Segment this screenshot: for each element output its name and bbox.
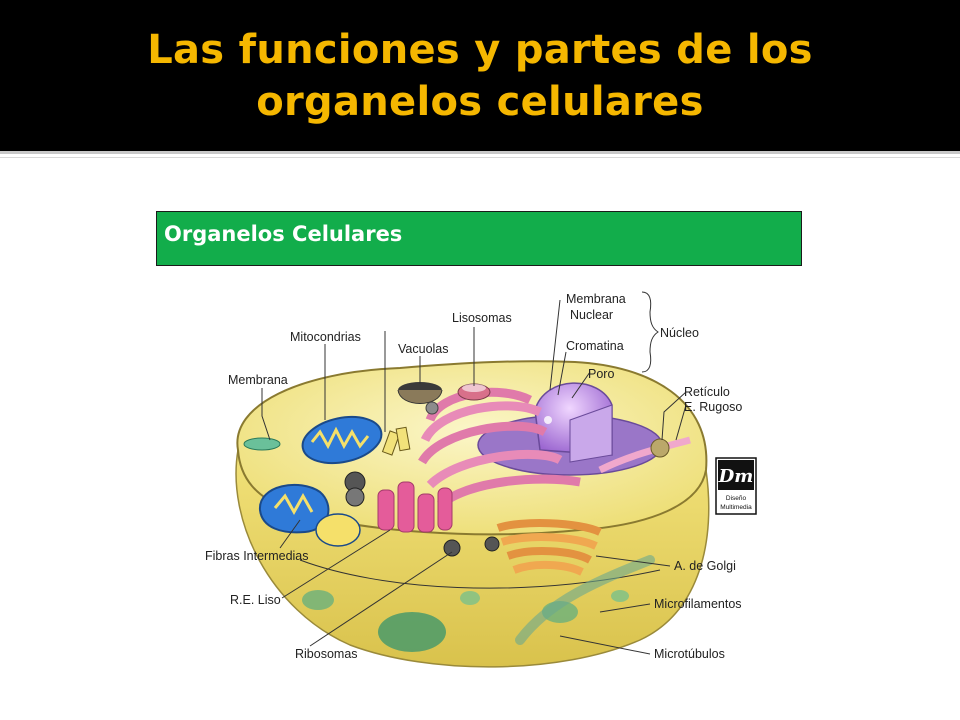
mitochondria bbox=[258, 415, 383, 547]
label-nucleo: Núcleo bbox=[660, 326, 699, 340]
membrane-vesicle bbox=[243, 437, 281, 451]
label-membrana-nuclear-1: Membrana bbox=[566, 292, 626, 306]
label-poro: Poro bbox=[588, 367, 614, 381]
label-mitocondrias: Mitocondrias bbox=[290, 330, 361, 344]
centriole bbox=[381, 426, 411, 456]
label-cromatina: Cromatina bbox=[566, 339, 624, 353]
table-header-label: Organelos Celulares bbox=[164, 222, 403, 246]
diagram-labels: Membrana Mitocondrias Vacuolas Lisosomas… bbox=[205, 292, 742, 661]
ribosome-vesicles bbox=[344, 438, 670, 557]
label-microtubulos: Microtúbulos bbox=[654, 647, 725, 661]
label-vacuolas: Vacuolas bbox=[398, 342, 449, 356]
label-membrana: Membrana bbox=[228, 373, 288, 387]
lysosome bbox=[457, 383, 491, 401]
leader-lines bbox=[261, 291, 687, 655]
label-fibras-intermedias: Fibras Intermedias bbox=[205, 549, 309, 563]
label-membrana-nuclear-2: Nuclear bbox=[570, 308, 613, 322]
vacuole bbox=[397, 382, 443, 415]
label-ribosomas: Ribosomas bbox=[295, 647, 358, 661]
label-golgi: A. de Golgi bbox=[674, 559, 736, 573]
slide-title: Las funciones y partes de los organelos … bbox=[147, 24, 813, 128]
dm-logo: Dm Diseño Multimedia bbox=[715, 457, 757, 515]
slide-title-line1: Las funciones y partes de los bbox=[147, 26, 813, 73]
logo-line2: Multimedia bbox=[720, 504, 752, 511]
slide-title-line2: organelos celulares bbox=[256, 78, 704, 125]
logo-mark: Dm bbox=[718, 466, 754, 487]
label-reticulo-1: Retículo bbox=[684, 385, 730, 399]
table-header: Organelos Celulares bbox=[156, 211, 802, 266]
logo-line1: Diseño bbox=[726, 495, 747, 502]
title-bar: Las funciones y partes de los organelos … bbox=[0, 0, 960, 151]
label-re-liso: R.E. Liso bbox=[230, 593, 281, 607]
smooth-er bbox=[377, 481, 453, 533]
label-microfilamentos: Microfilamentos bbox=[654, 597, 742, 611]
title-divider-thin bbox=[0, 157, 960, 158]
golgi-apparatus bbox=[496, 519, 602, 576]
title-divider bbox=[0, 151, 960, 154]
label-lisosomas: Lisosomas bbox=[452, 311, 512, 325]
label-reticulo-2: E. Rugoso bbox=[684, 400, 742, 414]
